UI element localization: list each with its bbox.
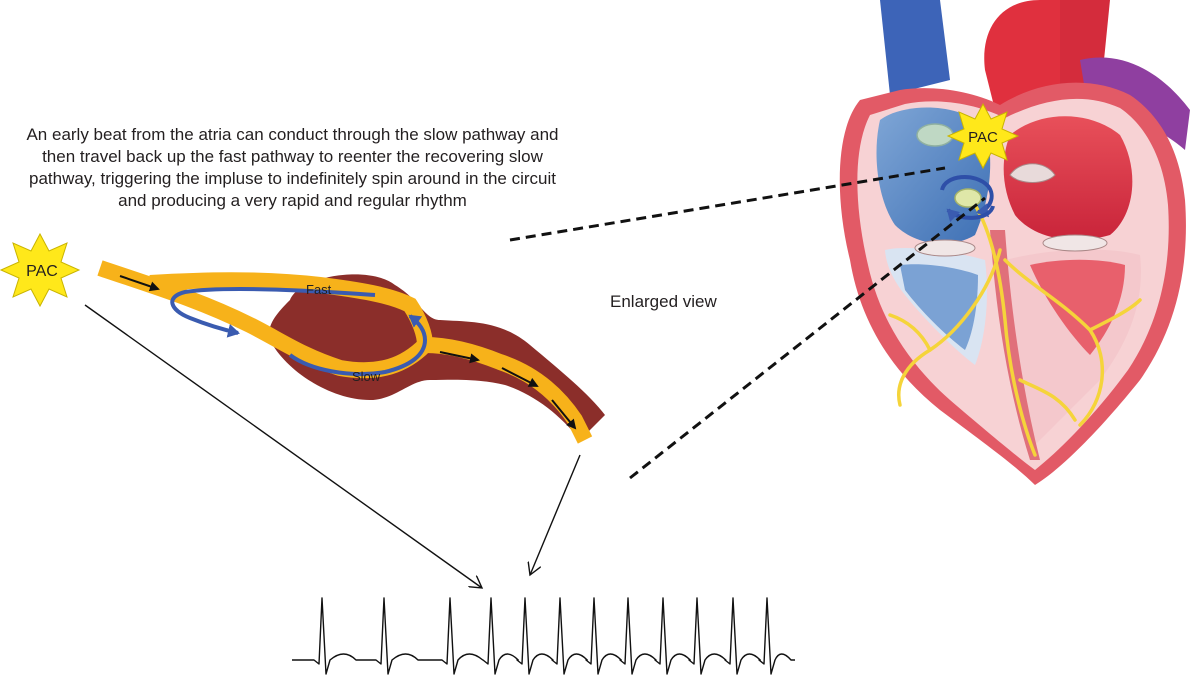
ecg-trace (292, 598, 795, 674)
enlarged-pathway: Fast Slow (100, 268, 605, 440)
sa-node (917, 124, 953, 146)
fast-pathway-label: Fast (306, 282, 332, 297)
heart-illustration: PAC (840, 0, 1190, 485)
description-text: An early beat from the atria can conduct… (20, 124, 565, 212)
pac-label-heart: PAC (968, 129, 998, 146)
pac-star-left-group: PAC (1, 234, 79, 306)
enlarged-view-label: Enlarged view (610, 292, 717, 312)
pathway-to-ecg-arrow (530, 455, 580, 575)
mitral-valve (1043, 235, 1107, 251)
slow-pathway-label: Slow (352, 369, 381, 384)
superior-vena-cava (880, 0, 950, 95)
pac-label-left: PAC (26, 263, 58, 280)
av-node (955, 189, 981, 207)
